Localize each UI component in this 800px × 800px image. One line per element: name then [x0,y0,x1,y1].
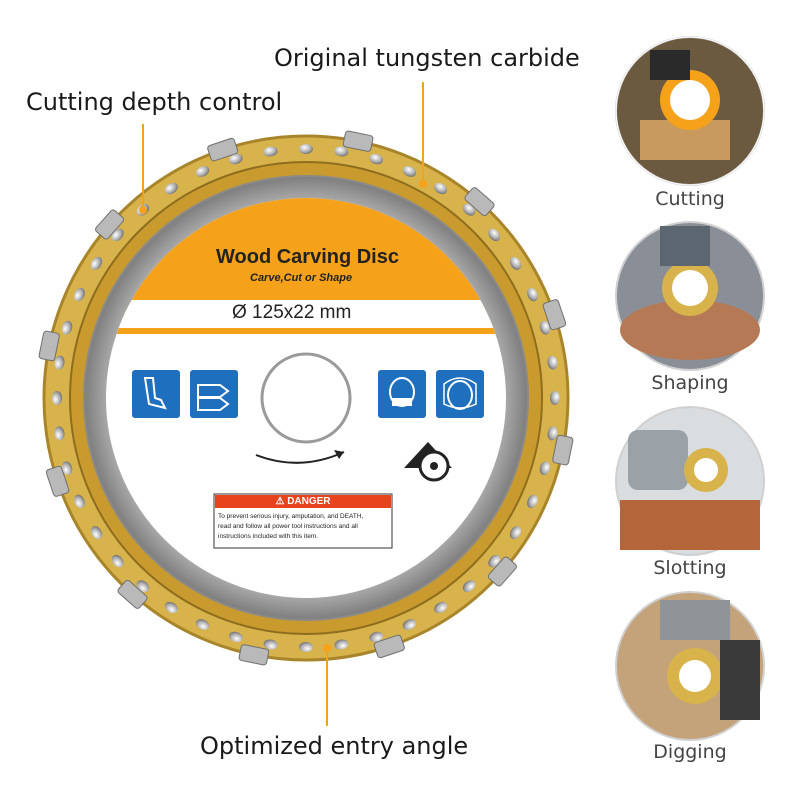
chain-rivet [434,601,448,614]
chain-rivet [402,166,417,177]
usage-caption-digging: Digging [653,741,727,763]
chain-rivet [74,494,85,509]
arbor-hole [260,352,352,444]
chain-rivet [369,153,384,165]
chain-rivet [228,631,243,643]
leader-dot-top [419,180,427,188]
chain-rivet [263,639,278,650]
usage-photo-shaping [615,221,765,371]
danger-line: instructions included with this item. [218,533,319,540]
chain-rivet [402,619,417,630]
callout-tungsten-carbide: Original tungsten carbide [274,44,580,72]
cutting-tooth [542,299,567,331]
chain-rivet [527,494,538,509]
chain-rivet [111,228,124,242]
cutting-tooth [552,434,574,466]
chain-rivet [90,256,103,270]
chain-rivet [369,631,384,643]
chain-rivet [228,153,243,165]
usage-caption-shaping: Shaping [651,372,729,394]
cutting-tooth [117,579,148,609]
chain-rivet [136,580,150,593]
cutting-tooth [38,330,60,362]
leader-line-top [422,82,424,184]
chain-rivet [61,461,73,476]
danger-line: read and follow all power tool instructi… [218,523,358,530]
callout-cutting-depth: Cutting depth control [26,88,283,116]
cutting-tooth [95,209,125,240]
chain-rivet [52,391,62,405]
chain-rivet [539,461,551,476]
callout-entry-angle: Optimized entry angle [200,732,469,760]
rotation-arrow [255,451,345,464]
chain-links [38,130,574,666]
usage-photo-digging [615,591,765,741]
usage-photo-slotting [615,406,765,556]
chain-rivet [334,146,349,157]
safety-boots-icon [132,370,180,418]
leader-dot-bottom [323,644,331,652]
chain-rivet [539,320,551,335]
disc-title: Wood Carving Disc [216,246,399,268]
leader-line-left [142,124,144,210]
chain-rivet [54,426,65,441]
cutting-tooth [45,465,70,497]
danger-header: ⚠ DANGER [275,496,331,507]
saw-logo-icon [404,442,452,482]
chain-rivet [488,228,501,242]
cutting-tooth [464,187,495,217]
chain-rivet [547,355,558,370]
chain-rivet [462,203,476,216]
chain-rivet [509,526,522,540]
danger-header-bar [215,495,391,508]
chain-rivet [263,146,278,157]
cutting-tooth [373,634,405,659]
dust-mask-icon [378,370,426,418]
disc-size: Ø 125x22 mm [232,302,352,323]
chain-rivet [164,182,178,195]
chain-rivet [527,287,538,302]
cutting-tooth [207,137,239,162]
cutting-tooth [342,130,374,152]
usage-caption-cutting: Cutting [655,188,725,210]
chain-rivet [299,144,313,154]
chain-rivet [547,426,558,441]
leader-dot-left [139,206,147,214]
chain-rivet [61,320,73,335]
danger-line: To prevent serious injury, amputation, a… [218,513,364,520]
usage-caption-slotting: Slotting [653,557,727,579]
disc-subtitle: Carve,Cut or Shape [250,272,353,284]
chain-rivet [509,256,522,270]
chain-rivet [90,526,103,540]
chain-rivet [550,391,560,405]
chain-rivet [434,182,448,195]
usage-photo-cutting [615,36,765,186]
leader-line-bottom [326,648,328,726]
chain-rivet [195,166,210,177]
danger-text: To prevent serious injury, amputation, a… [218,512,390,542]
chain-rivet [164,601,178,614]
chain-rivet [74,287,85,302]
cutting-tooth [487,556,517,587]
chain-rivet [462,580,476,593]
safety-icons [132,370,484,418]
chain-rivet [334,639,349,650]
chain-rivet [299,642,313,652]
chain-rivet [54,355,65,370]
chain-rivet [195,619,210,630]
chain-rivet [111,554,124,568]
chain-rivet [488,554,501,568]
cutting-tooth [238,644,270,666]
